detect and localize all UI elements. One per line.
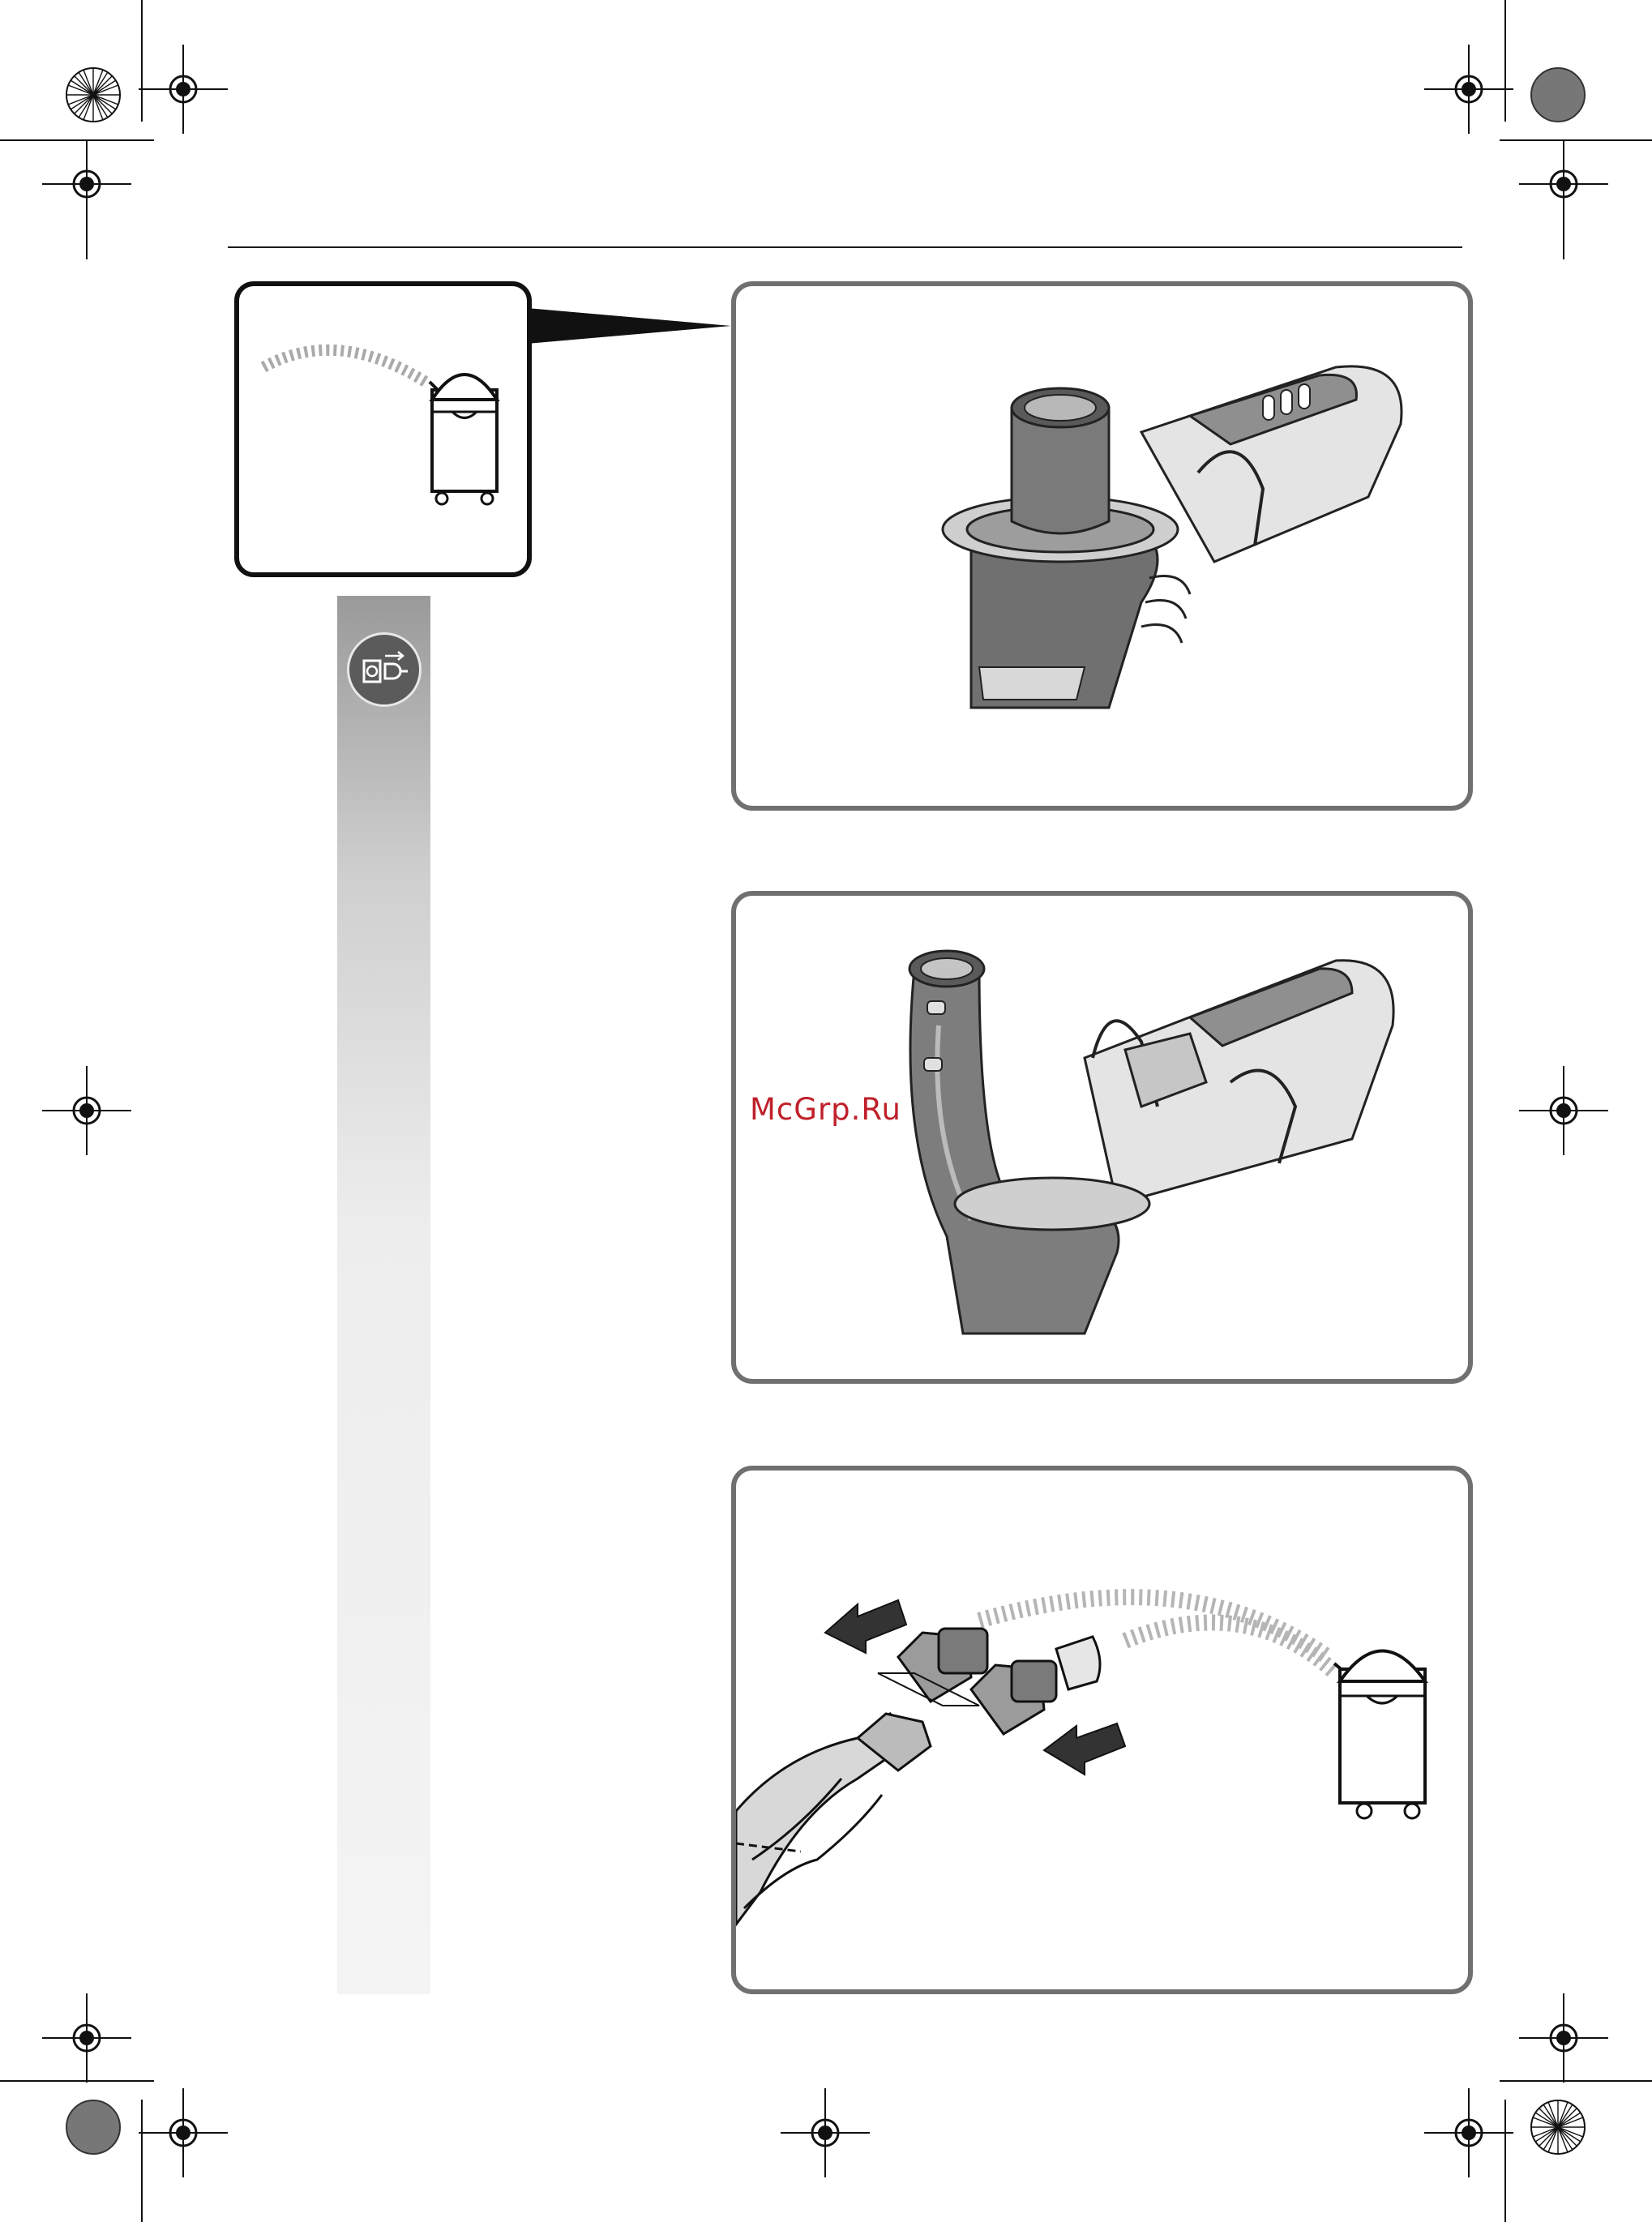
figure-panel-2 — [731, 891, 1473, 1384]
figure-panel-1 — [731, 281, 1473, 811]
dust-extraction-nozzle-illustration — [736, 286, 1468, 806]
watermark-text: McGrp.Ru — [750, 1092, 901, 1127]
figure-panel-3 — [731, 1466, 1473, 1994]
angled-dust-extraction-nozzle-illustration — [736, 896, 1468, 1379]
side-bar — [337, 596, 430, 1994]
vacuum-extractor-icon — [239, 286, 527, 572]
callout-pointer — [527, 308, 738, 349]
hose-adapter-connection-illustration — [736, 1471, 1468, 1989]
unplug-power-icon — [347, 632, 422, 707]
header-rule — [228, 246, 1462, 248]
inset-vacuum-box — [234, 281, 532, 577]
